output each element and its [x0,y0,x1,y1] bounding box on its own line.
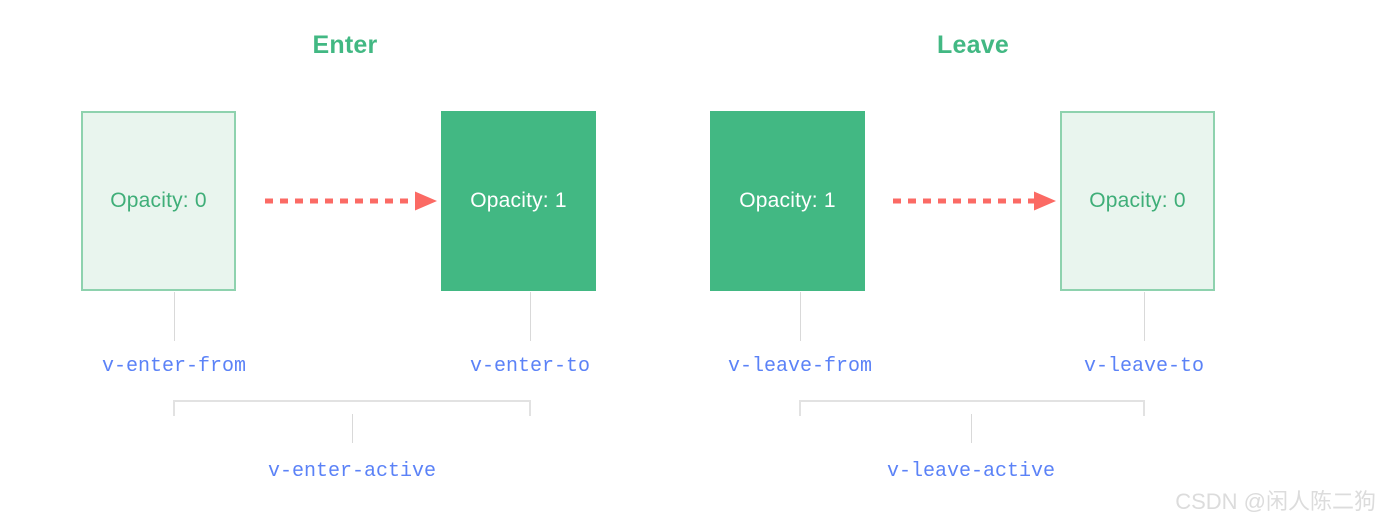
box-v-leave-from: Opacity: 1 [710,111,865,291]
section-title-enter: Enter [312,31,378,59]
class-label-v-enter-to: v-enter-to [469,355,591,378]
connector-stem-leave-to [1144,292,1145,341]
box-label-enter-to: Opacity: 1 [470,189,567,212]
box-v-enter-to: Opacity: 1 [441,111,596,291]
csdn-watermark: CSDN @闲人陈二狗 [1175,489,1376,514]
class-label-v-leave-active: v-leave-active [886,460,1056,483]
box-v-leave-to: Opacity: 0 [1060,111,1215,291]
section-title-leave: Leave [937,31,1009,59]
dashed-arrow-right-icon-enter [265,191,437,211]
connector-stem-leave-active [971,414,972,443]
connector-stem-enter-from [174,292,175,341]
box-v-enter-from: Opacity: 0 [81,111,236,291]
bracket-leave-active [799,400,1145,416]
connector-stem-enter-to [530,292,531,341]
box-label-leave-from: Opacity: 1 [739,189,836,212]
dashed-arrow-right-icon-leave [893,191,1056,211]
connector-stem-leave-from [800,292,801,341]
connector-stem-enter-active [352,414,353,443]
class-label-v-enter-active: v-enter-active [267,460,437,483]
class-label-v-leave-to: v-leave-to [1083,355,1205,378]
class-label-v-leave-from: v-leave-from [727,355,873,378]
class-label-v-enter-from: v-enter-from [101,355,247,378]
box-label-leave-to: Opacity: 0 [1089,189,1186,212]
bracket-enter-active [173,400,531,416]
box-label-enter-from: Opacity: 0 [110,189,207,212]
